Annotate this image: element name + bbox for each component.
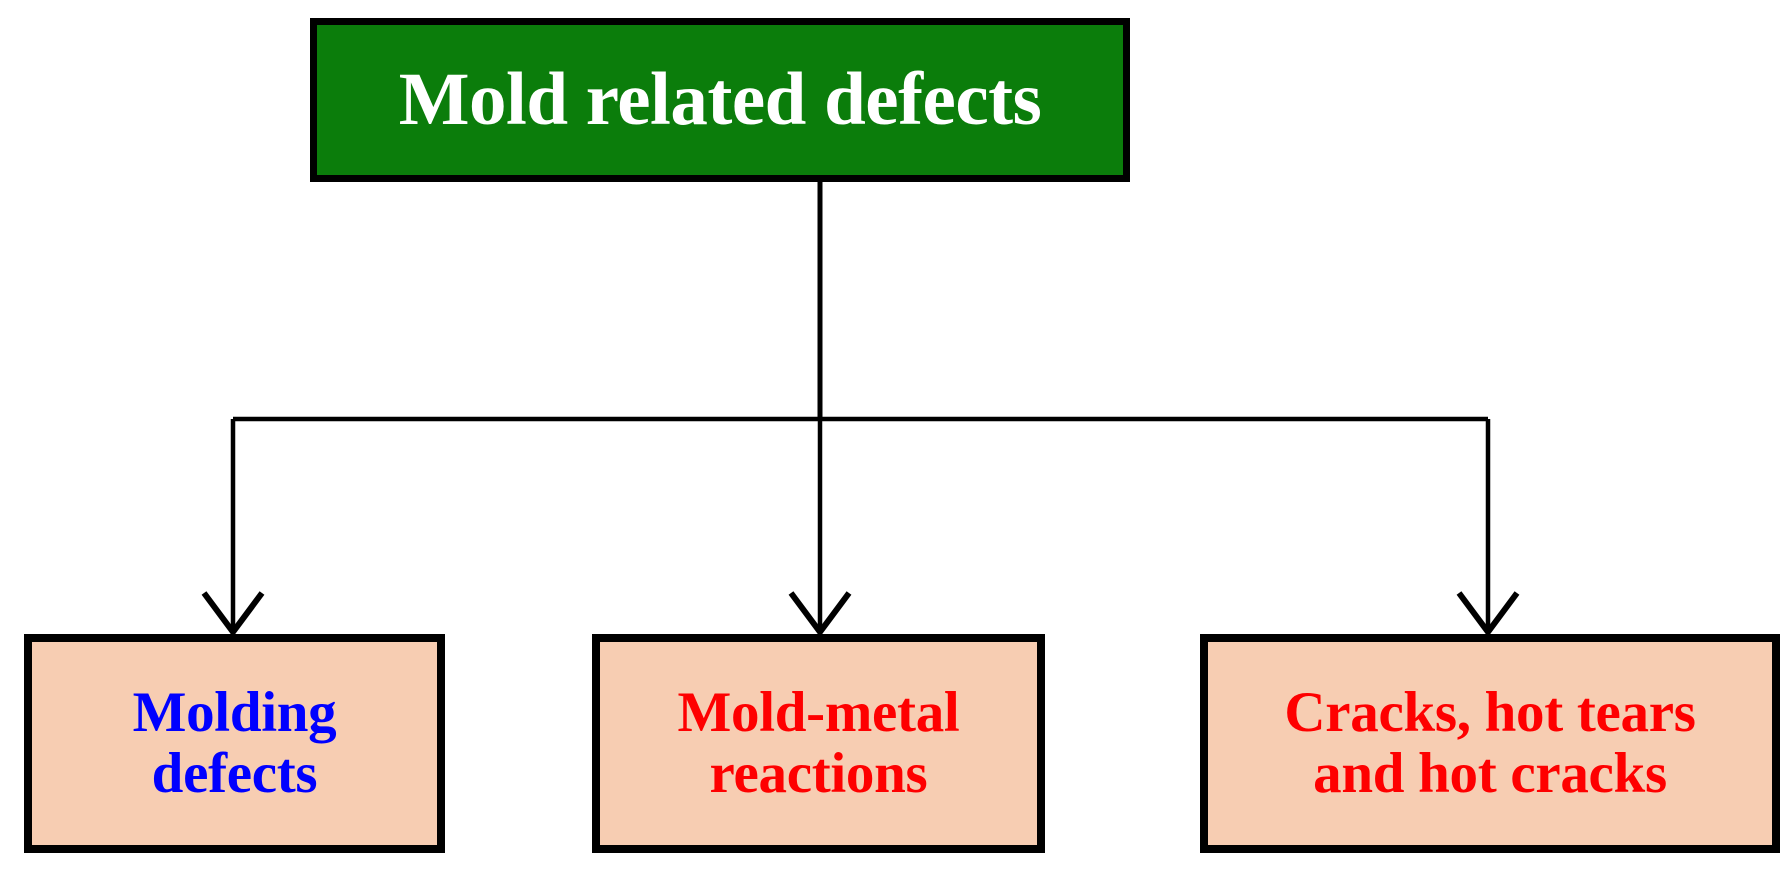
node-mold-metal-reactions[interactable]: Mold-metal reactions xyxy=(592,634,1045,853)
node-mold-metal-reactions-label: Mold-metal reactions xyxy=(677,681,960,805)
arrowhead-left xyxy=(201,591,265,638)
node-molding-defects[interactable]: Molding defects xyxy=(24,634,445,853)
node-root-mold-related-defects[interactable]: Mold related defects xyxy=(310,18,1130,182)
arrowhead-right xyxy=(1456,591,1520,638)
node-molding-defects-label: Molding defects xyxy=(132,681,337,805)
arrowhead-center xyxy=(788,591,852,638)
node-cracks-hot-tears-label: Cracks, hot tears and hot cracks xyxy=(1284,681,1696,805)
node-cracks-hot-tears-and-hot-cracks[interactable]: Cracks, hot tears and hot cracks xyxy=(1200,634,1780,853)
node-root-label: Mold related defects xyxy=(398,58,1042,142)
